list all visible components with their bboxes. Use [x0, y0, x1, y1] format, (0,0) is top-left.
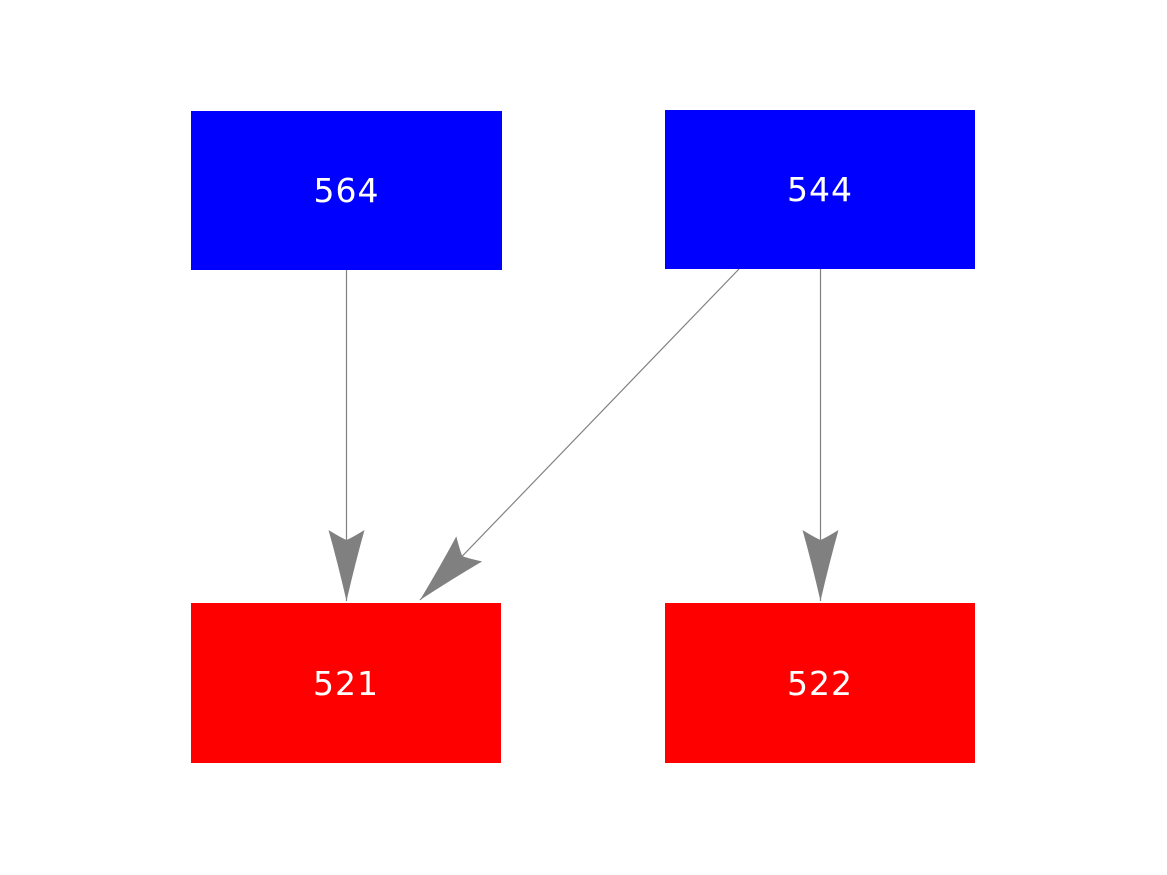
node-522: 522 — [665, 603, 975, 763]
node-521: 521 — [191, 603, 501, 763]
node-label: 544 — [787, 170, 853, 209]
node-label: 521 — [313, 663, 379, 703]
node-label: 564 — [313, 171, 380, 210]
node-564: 564 — [191, 111, 502, 270]
edge-group — [328, 268, 839, 601]
node-544: 544 — [665, 110, 975, 269]
node-label: 522 — [787, 663, 853, 703]
edge-544-to-521 — [419, 268, 740, 601]
